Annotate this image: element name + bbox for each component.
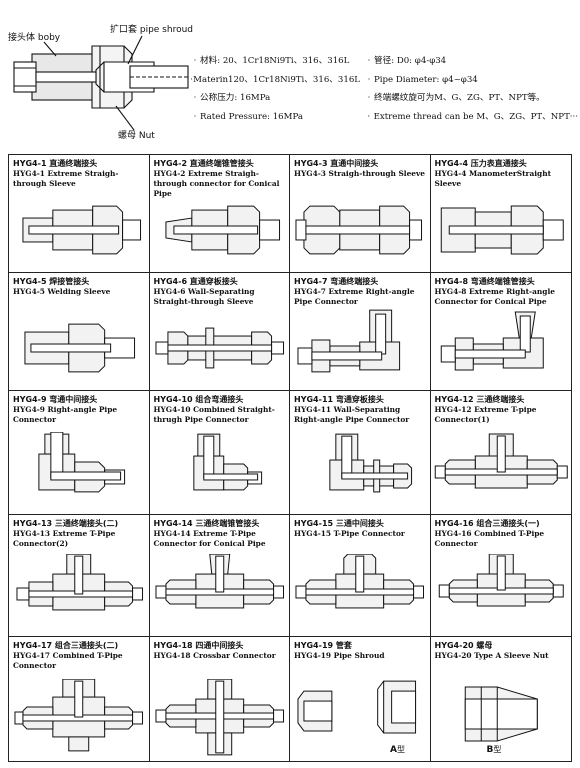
cell-title: HYG4-17 组合三通接头(二)HYG4-17 Combined T-Pipe… bbox=[13, 641, 123, 670]
combined-elbow-drawing bbox=[192, 433, 262, 491]
t-pipe-connector-drawing bbox=[295, 554, 425, 609]
elbow-fitting-drawing bbox=[297, 309, 401, 373]
body-label: 接头体 boby bbox=[8, 33, 61, 43]
manometer-sleeve-drawing bbox=[440, 205, 564, 255]
fitting-cell: HYG4-13 三通终端接头(二)HYG4-13 Extreme T-Pipe … bbox=[9, 515, 150, 637]
type-b-label: B型 bbox=[486, 745, 502, 755]
conical-t-connector-drawing bbox=[154, 554, 284, 609]
spec-line: ·公称压力: 16MPa bbox=[193, 93, 271, 103]
spec-line: ·材料: 20、1Cr18Ni9Ti、316、316L bbox=[193, 56, 350, 66]
shroud-label: 扩口套 pipe shroud bbox=[110, 25, 194, 35]
welding-sleeve-drawing bbox=[24, 323, 136, 373]
type-a-label: A型 bbox=[390, 745, 405, 755]
fitting-cell: HYG4-17 组合三通接头(二)HYG4-17 Combined T-Pipe… bbox=[9, 637, 150, 761]
fitting-assembly-diagram bbox=[13, 35, 189, 131]
spec-line: ·Materin120、1Cr18Ni9Ti、316、316L bbox=[190, 74, 360, 85]
spec-line: ·Pipe Diameter: φ4~φ34 bbox=[367, 74, 478, 85]
t-connector-1-drawing bbox=[434, 433, 568, 489]
specs-material-pressure: ·材料: 20、1Cr18Ni9Ti、316、316L ·Materin120、… bbox=[190, 52, 360, 126]
nut-label: 螺母 Nut bbox=[118, 131, 155, 141]
spec-line: ·终端螺纹旋可为M、G、ZG、PT、NPT等。 bbox=[367, 93, 545, 103]
pipe-shroud-drawing bbox=[297, 680, 417, 734]
straight-through-fitting-drawing bbox=[22, 205, 142, 255]
right-angle-connector-drawing bbox=[38, 432, 126, 493]
combined-t-connector-2-drawing bbox=[14, 679, 144, 752]
t-connector-2-drawing bbox=[16, 554, 144, 611]
header: 接头体 boby 扩口套 pipe shroud 螺母 Nut ·材料: 20、… bbox=[0, 0, 580, 150]
conical-straight-fitting-drawing bbox=[164, 205, 280, 255]
spec-line: ·Extreme thread can be M、G、ZG、PT、NPT··· bbox=[367, 111, 578, 122]
cell-title: HYG4-16 组合三通接头(一)HYG4-16 Combined T-Pipe… bbox=[434, 519, 545, 548]
conical-elbow-drawing bbox=[440, 311, 544, 371]
fitting-cell: HYG4-16 组合三通接头(一)HYG4-16 Combined T-Pipe… bbox=[430, 515, 571, 637]
wall-straight-sleeve-drawing bbox=[154, 327, 284, 369]
specs-diameter-thread: ·管径: D0: φ4-φ34 ·Pipe Diameter: φ4~φ34 ·… bbox=[364, 52, 578, 126]
cell-title: HYG4-13 三通终端接头(二)HYG4-13 Extreme T-Pipe … bbox=[13, 519, 119, 548]
combined-t-connector-1-drawing bbox=[438, 554, 564, 607]
sleeve-nut-drawing bbox=[464, 686, 538, 742]
crossbar-connector-drawing bbox=[154, 679, 284, 756]
spec-line: ·Rated Pressure: 16MPa bbox=[193, 111, 303, 122]
spec-line: ·管径: D0: φ4-φ34 bbox=[367, 56, 447, 66]
straight-sleeve-drawing bbox=[295, 205, 423, 255]
wall-elbow-drawing bbox=[329, 433, 413, 493]
